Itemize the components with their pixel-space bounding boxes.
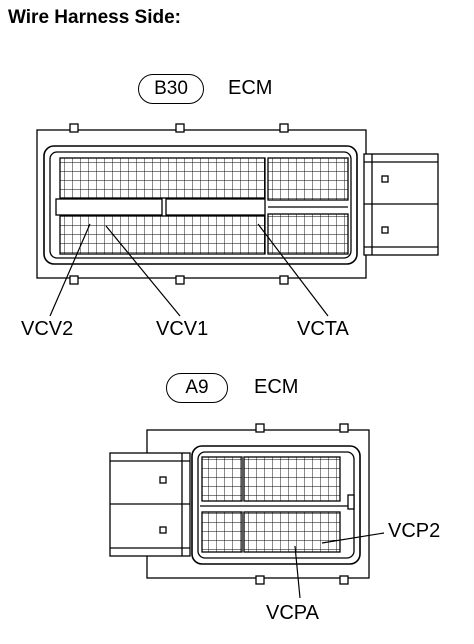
- pin-label-vcta: VCTA: [297, 318, 349, 340]
- pin-label-vcv2: VCV2: [21, 318, 74, 340]
- connector-b30: [36, 123, 439, 285]
- connector-name: ECM: [254, 376, 299, 398]
- pin-label-vcpa: VCPA: [266, 602, 319, 624]
- page-title: Wire Harness Side:: [8, 7, 182, 28]
- connector-code-badge: A9: [166, 373, 228, 403]
- pin-label-vcv1: VCV1: [156, 318, 209, 340]
- connector-a9: [109, 423, 370, 585]
- pin-leader-lines-a9: [294, 532, 385, 599]
- pin-leader-lines-b30: [49, 223, 329, 317]
- connector-name: ECM: [228, 77, 273, 99]
- connector-code-badge: B30: [138, 74, 204, 104]
- pin-label-vcp2: VCP2: [388, 520, 441, 542]
